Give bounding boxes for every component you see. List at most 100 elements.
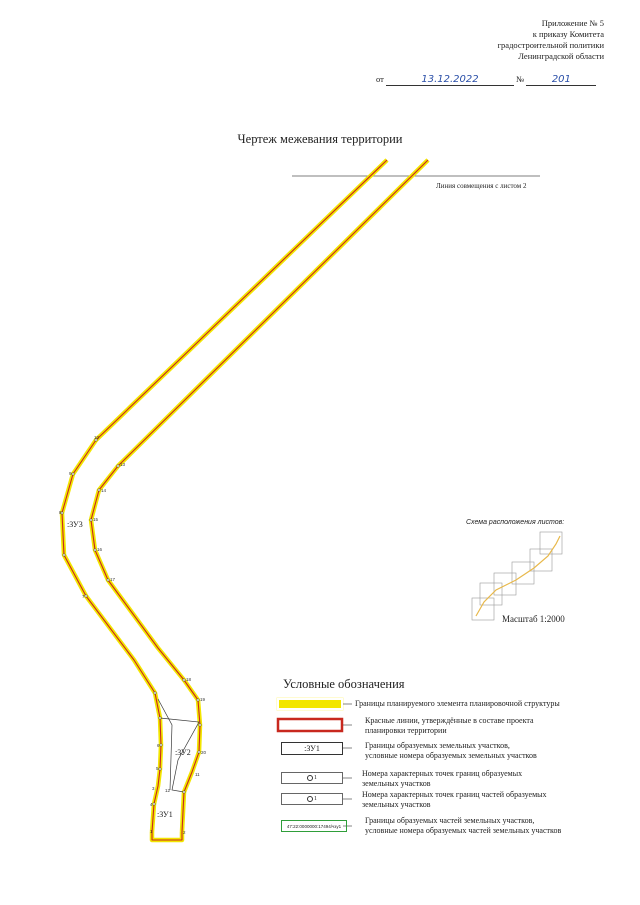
point-marker (153, 691, 157, 695)
legend-symbol-parcel-part: 47:22:0000000:17494/чзу1 (281, 820, 347, 832)
legend-item-parcels: Границы образуемых земельных участков, у… (365, 741, 537, 760)
legend-label: Границы планируемого элемента планировоч… (355, 699, 560, 708)
point-circle-icon (307, 775, 313, 781)
point-marker (196, 698, 200, 702)
point-number: 5 (156, 766, 159, 771)
planning-boundary-right (90, 159, 429, 833)
parcel-label: :ЗУ1 (157, 810, 173, 819)
planning-boundary-bottom-band (149, 832, 185, 843)
legend-item-part-points: Номера характерных точек границ частей о… (362, 790, 547, 809)
point-marker (182, 790, 186, 794)
legend-title: Условные обозначения (283, 677, 405, 691)
point-number: 15 (93, 517, 99, 522)
date-number-line: от 13.12.2022 № 201 (376, 74, 604, 86)
point-marker (71, 472, 75, 476)
point-marker (84, 594, 88, 598)
point-number: 11 (195, 772, 200, 777)
point-number: 17 (110, 577, 116, 582)
point-marker (198, 723, 202, 727)
join-line-label: Линия совмещения с листом 2 (436, 182, 527, 190)
legend-symbol-parcel: :ЗУ1 (281, 742, 343, 755)
point-number: 3 (152, 786, 155, 791)
point-circle-icon (307, 796, 313, 802)
parcel-label: :ЗУ3 (67, 520, 83, 529)
date-value: 13.12.2022 (385, 75, 514, 86)
parcel-boundary-zu3-zu2 (159, 717, 200, 793)
legend-label: земельных участков (362, 799, 431, 809)
point-number: 19 (200, 697, 206, 702)
legend-symbol-red-line (276, 717, 344, 733)
point-marker (182, 678, 186, 682)
legend-label: планировки территории (365, 725, 447, 735)
number-value: 201 (526, 75, 597, 86)
point-number: 1 (150, 829, 153, 834)
sheet-frame (539, 531, 563, 555)
point-number: 16 (97, 547, 103, 552)
legend-label: условные номера образуемых земельных уча… (365, 750, 537, 760)
point-marker (94, 438, 98, 442)
planning-boundary-left (61, 159, 388, 833)
point-marker (197, 750, 201, 754)
point-numbers: 1 2 3 4 5 6 7 8 9 10 11 12 13 14 15 16 1… (59, 435, 207, 835)
point-number: 10 (94, 435, 100, 440)
sheet-scheme-caption: Схема расположения листов: (466, 519, 565, 526)
sheet-frame (479, 582, 503, 606)
legend-label: Границы образуемых земельных участков, (365, 741, 510, 750)
point-number: 13 (120, 462, 126, 467)
point-markers (60, 438, 202, 806)
legend-label: Границы образуемых частей земельных учас… (365, 816, 535, 825)
parcel-boundaries (157, 698, 200, 793)
point-number: 6 (157, 743, 160, 748)
point-marker (152, 802, 156, 806)
legend-symbol-text: 1 (314, 775, 317, 781)
parcel-boundary-zu2-zu1 (157, 698, 173, 791)
sheet-frame (529, 548, 553, 572)
point-number: 12 (165, 788, 171, 793)
point-marker (97, 488, 101, 492)
point-marker (62, 553, 66, 557)
point-number: 7 (82, 594, 85, 599)
number-prefix: № (516, 74, 525, 84)
appendix-line: к приказу Комитета (532, 29, 604, 39)
point-marker (89, 518, 93, 522)
legend-item-red-lines: Красные линии, утверждённые в составе пр… (365, 716, 534, 735)
sheet-frame (511, 561, 535, 585)
appendix-line: Приложение № 5 (541, 18, 604, 28)
page-title: Чертеж межевания территории (237, 132, 403, 146)
appendix-header: Приложение № 5 к приказу Комитета градос… (384, 18, 604, 62)
legend-item-parcel-points: Номера характерных точек границ образуем… (362, 769, 522, 788)
scale-label: Масштаб 1:2000 (502, 614, 565, 624)
legend-label: условные номера образуемых частей земель… (365, 825, 562, 835)
parcel-label: :ЗУ2 (175, 748, 191, 757)
point-marker (116, 464, 120, 468)
legend-item-planning-boundary: Границы планируемого элемента планировоч… (355, 699, 560, 709)
appendix-line: Ленинградской области (518, 51, 604, 61)
date-prefix: от (376, 74, 384, 84)
planning-boundary-bottom (151, 832, 183, 841)
point-marker (158, 767, 162, 771)
legend-label: Номера характерных точек границ образуем… (362, 769, 523, 778)
legend-symbol-part-point: 1 (281, 793, 343, 805)
point-marker (158, 716, 162, 720)
point-number: 9 (69, 471, 72, 476)
point-marker (93, 548, 97, 552)
point-number: 14 (101, 488, 107, 493)
point-number: 4 (150, 802, 153, 807)
point-marker (106, 578, 110, 582)
sheet-route (475, 535, 561, 617)
legend-label: Номера характерных точек границ частей о… (362, 790, 547, 799)
legend-label: земельных участков (362, 778, 431, 788)
legend-symbol-parcel-point: 1 (281, 772, 343, 784)
point-number: 2 (183, 830, 186, 835)
point-marker (159, 743, 163, 747)
legend-label: Красные линии, утверждённые в составе пр… (365, 716, 534, 725)
point-number: 20 (201, 750, 207, 755)
legend-item-parcel-parts: Границы образуемых частей земельных учас… (365, 816, 561, 835)
legend-symbol-planning-boundary-inner (277, 698, 343, 710)
sheet-frame (471, 597, 495, 621)
parcel-labels: :ЗУ3 :ЗУ2 :ЗУ1 (67, 520, 191, 819)
point-number: 18 (186, 677, 192, 682)
appendix-line: градостроительной политики (497, 40, 604, 50)
sheet-layout-scheme (471, 531, 563, 621)
